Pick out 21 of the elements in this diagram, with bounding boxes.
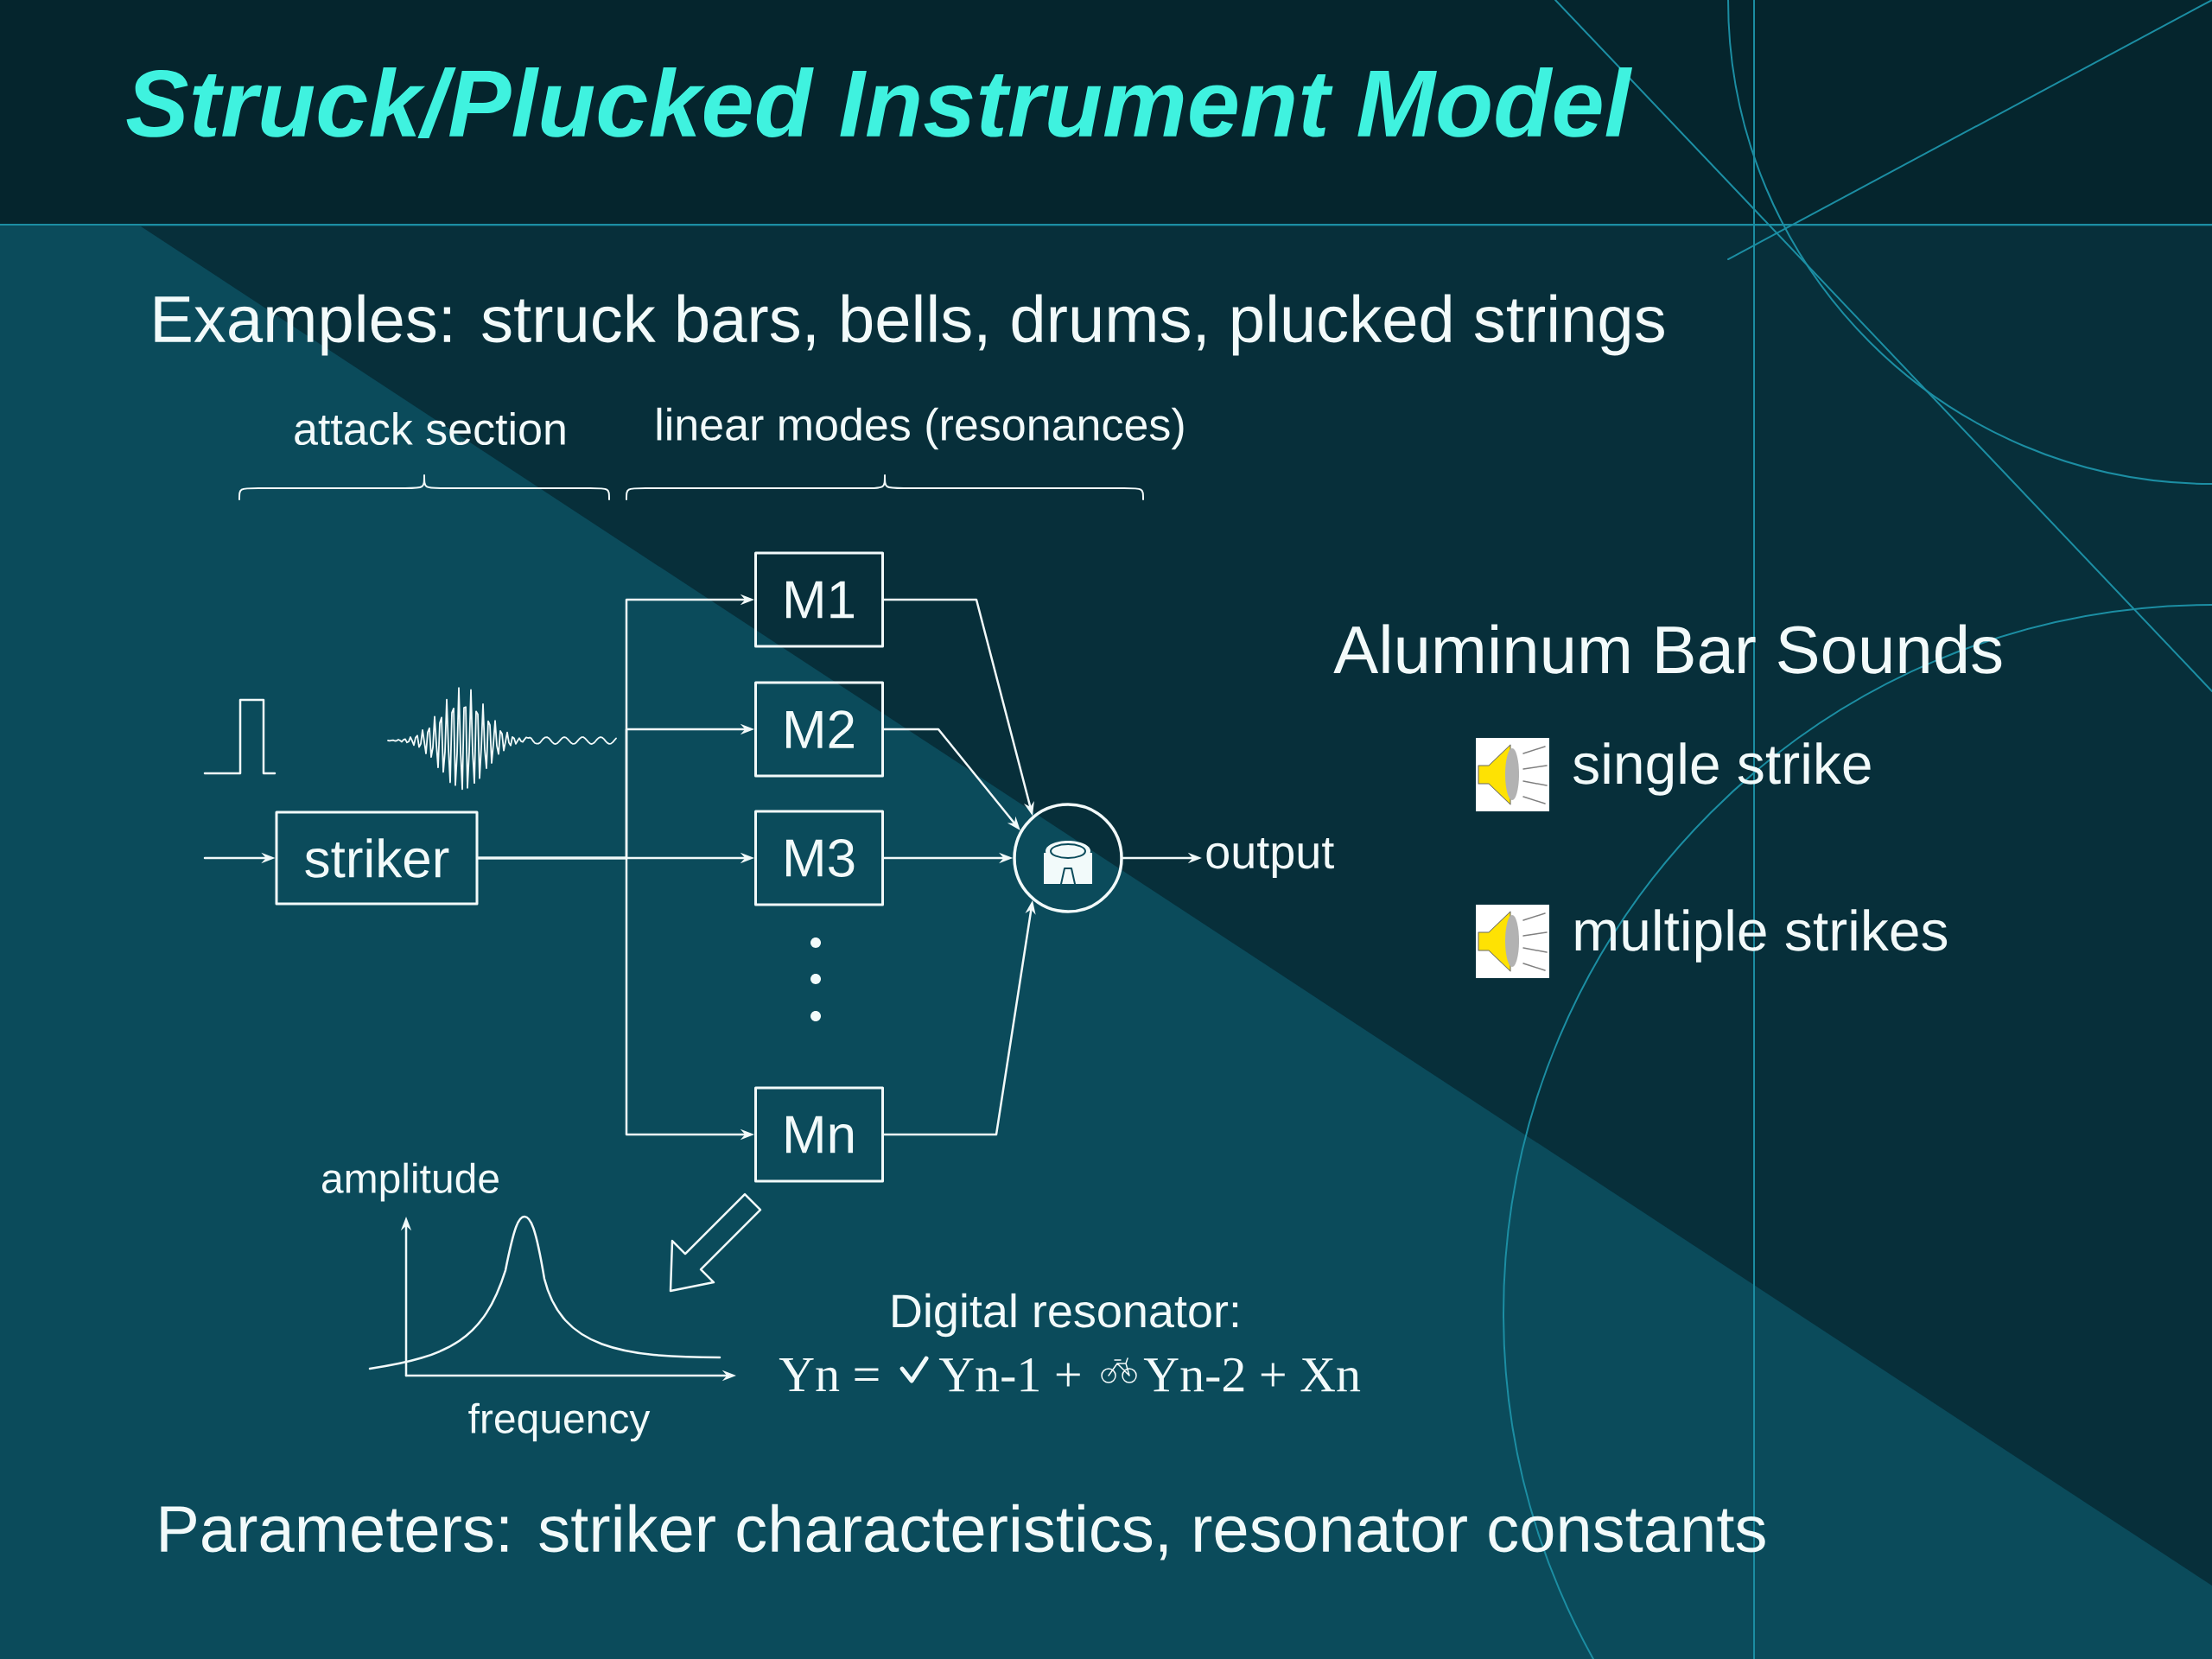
summing-circle <box>1013 803 1123 913</box>
sound-link: single strike <box>1573 742 1871 796</box>
heading-text: Aluminum Bar Sounds <box>1333 624 2002 674</box>
process-box: M3 <box>754 810 884 906</box>
formula-caption: Digital resonator: <box>893 1293 1238 1338</box>
axis-label: frequency <box>468 1402 651 1442</box>
process-box: striker <box>275 810 479 906</box>
process-box: Mn <box>754 1086 884 1183</box>
axis-label: amplitude <box>322 1162 499 1202</box>
heading-text: Parameters: striker characteristics, resonator constants <box>161 1503 1765 1560</box>
section-label: attack section <box>295 411 565 446</box>
process-box: M2 <box>754 681 884 778</box>
slide-title: Struck/Plucked Instrument Model <box>126 67 1633 138</box>
section-label: linear modes (resonances) <box>657 407 1184 450</box>
process-box: M1 <box>754 551 884 648</box>
formula-text: Yn-1 + <box>938 1357 1080 1392</box>
heading-text: Examples: struck bars, bells, drums, plucked strings <box>155 294 1664 356</box>
formula-text: Yn-2 + Xn <box>1143 1357 1361 1392</box>
output-label: output <box>1206 837 1334 879</box>
sound-link: multiple strikes <box>1575 909 1948 963</box>
formula-text: Yn = <box>779 1358 879 1391</box>
